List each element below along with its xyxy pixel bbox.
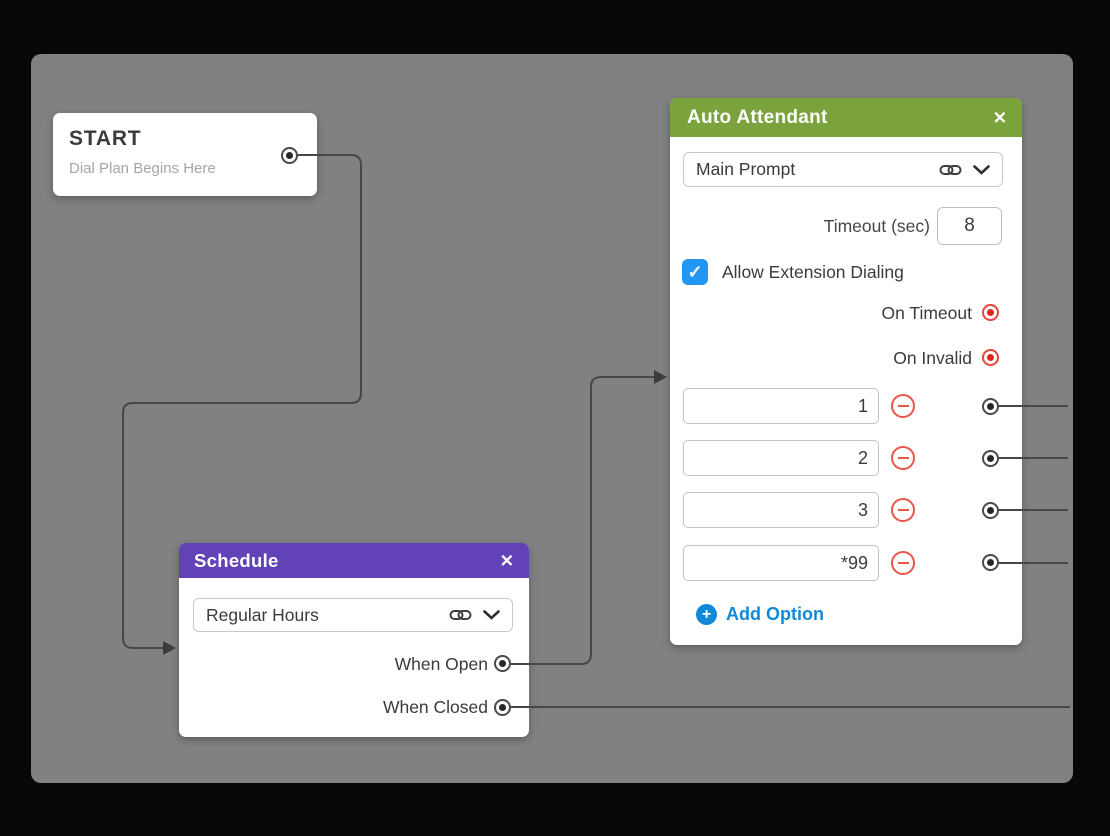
- option-input-star99[interactable]: [683, 545, 879, 581]
- port-dot-icon: [987, 507, 994, 514]
- start-node-title: START: [69, 127, 142, 150]
- option-2-port[interactable]: [982, 450, 999, 467]
- schedule-header: Schedule ✕: [179, 543, 529, 578]
- option-input-2[interactable]: [683, 440, 879, 476]
- chevron-down-icon: [973, 164, 990, 175]
- remove-option-icon[interactable]: [891, 394, 915, 418]
- port-dot-icon: [286, 152, 293, 159]
- auto-attendant-title: Auto Attendant: [687, 106, 828, 128]
- on-timeout-port[interactable]: [982, 304, 999, 321]
- link-icon: [939, 164, 962, 175]
- chevron-down-icon: [483, 610, 500, 620]
- port-dot-icon: [987, 354, 994, 361]
- schedule-title: Schedule: [194, 549, 279, 571]
- add-option-button[interactable]: + Add Option: [696, 604, 824, 625]
- when-open-port[interactable]: [494, 655, 511, 672]
- when-closed-port[interactable]: [494, 699, 511, 716]
- port-dot-icon: [987, 309, 994, 316]
- schedule-select-value: Regular Hours: [206, 604, 319, 625]
- check-icon: ✓: [687, 261, 703, 282]
- allow-extension-checkbox[interactable]: ✓: [682, 259, 708, 285]
- add-option-label: Add Option: [726, 604, 824, 624]
- option-3-port[interactable]: [982, 502, 999, 519]
- on-invalid-port[interactable]: [982, 349, 999, 366]
- option-input-3[interactable]: [683, 492, 879, 528]
- main-prompt-select[interactable]: Main Prompt: [683, 152, 1003, 187]
- start-output-port[interactable]: [281, 147, 298, 164]
- when-open-label: When Open: [394, 654, 488, 674]
- remove-option-icon[interactable]: [891, 551, 915, 575]
- node-auto-attendant[interactable]: Auto Attendant ✕ Main Prompt Timeout (se…: [670, 98, 1022, 645]
- minus-bar-icon: [897, 456, 909, 460]
- auto-attendant-header: Auto Attendant ✕: [670, 98, 1022, 137]
- port-dot-icon: [499, 704, 506, 711]
- link-icon: [449, 610, 472, 620]
- option-1-port[interactable]: [982, 398, 999, 415]
- option-input-1[interactable]: [683, 388, 879, 424]
- minus-bar-icon: [897, 404, 909, 408]
- plus-icon: +: [696, 604, 717, 625]
- minus-bar-icon: [897, 561, 909, 565]
- on-timeout-label: On Timeout: [881, 303, 972, 323]
- close-icon[interactable]: ✕: [499, 551, 514, 570]
- close-icon[interactable]: ✕: [992, 108, 1007, 127]
- port-dot-icon: [987, 559, 994, 566]
- main-prompt-select-value: Main Prompt: [696, 159, 796, 179]
- on-invalid-label: On Invalid: [893, 348, 972, 368]
- remove-option-icon[interactable]: [891, 446, 915, 470]
- start-node-subtitle: Dial Plan Begins Here: [69, 160, 216, 177]
- port-dot-icon: [987, 403, 994, 410]
- port-dot-icon: [987, 455, 994, 462]
- node-start[interactable]: START Dial Plan Begins Here: [53, 113, 317, 196]
- port-dot-icon: [499, 660, 506, 667]
- timeout-label: Timeout (sec): [823, 216, 930, 236]
- minus-bar-icon: [897, 508, 909, 512]
- timeout-input[interactable]: [937, 207, 1002, 245]
- when-closed-label: When Closed: [382, 697, 488, 717]
- schedule-select[interactable]: Regular Hours: [193, 598, 513, 632]
- allow-extension-label: Allow Extension Dialing: [722, 262, 904, 282]
- option-star99-port[interactable]: [982, 554, 999, 571]
- node-schedule[interactable]: Schedule ✕ Regular Hours When Open When …: [179, 543, 529, 737]
- remove-option-icon[interactable]: [891, 498, 915, 522]
